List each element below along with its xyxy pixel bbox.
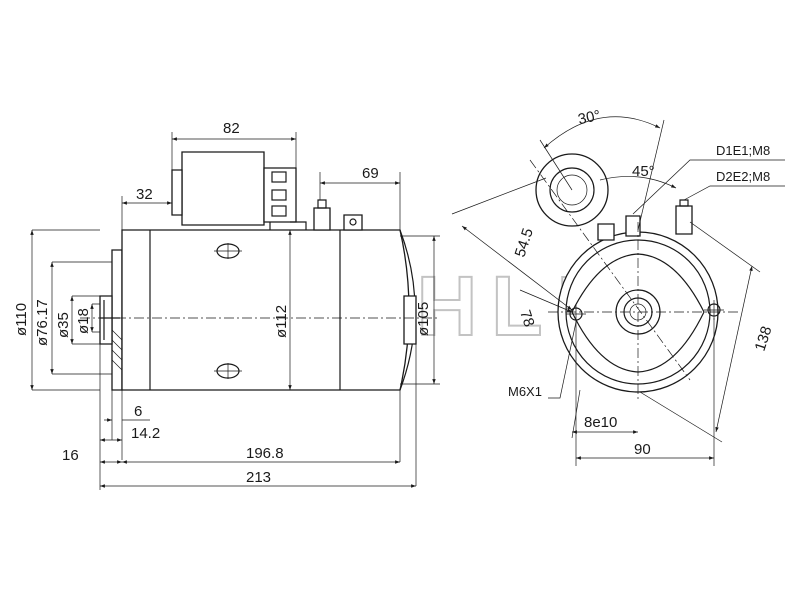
dim-32-label: 32 bbox=[136, 186, 153, 203]
mount-thread-label: M6X1 bbox=[508, 384, 542, 399]
top-terminal-tab bbox=[343, 214, 363, 231]
dim-138-ext1 bbox=[689, 221, 761, 273]
solenoid-nut-3 bbox=[271, 205, 287, 217]
end-view: 30° 45° D1E1;M8 D2E2;M8 54.5 78 138 M6X1… bbox=[451, 107, 785, 466]
dim-14-label: 14.2 bbox=[131, 425, 160, 442]
leader-d1 bbox=[632, 159, 785, 215]
front-flange bbox=[111, 249, 123, 391]
housing-screw-bottom bbox=[214, 363, 242, 379]
dim-8e10-label: 8e10 bbox=[584, 414, 617, 431]
terminal-stud-d2-top bbox=[679, 199, 689, 207]
housing-screw-top bbox=[214, 243, 242, 259]
angle-45-label: 45° bbox=[632, 163, 655, 180]
side-view: 82 69 32 ø110 ø76.17 ø35 ø18 ø112 ø105 6… bbox=[13, 120, 440, 490]
dim-69-label: 69 bbox=[362, 165, 379, 182]
dim-138-label: 138 bbox=[752, 324, 776, 353]
leader-mount bbox=[548, 321, 577, 399]
solenoid-bracket bbox=[269, 221, 307, 230]
angle-30-ray2 bbox=[637, 119, 665, 231]
angle-45-arc bbox=[599, 176, 677, 189]
dim-545-ext bbox=[451, 177, 547, 215]
dim-76-label: ø76.17 bbox=[34, 299, 51, 346]
terminal-d2-label: D2E2;M8 bbox=[716, 169, 770, 184]
dim-35-label: ø35 bbox=[55, 312, 72, 338]
terminal-stud-top bbox=[317, 199, 327, 209]
solenoid-cap bbox=[171, 169, 183, 216]
angle-30-ray1 bbox=[539, 139, 573, 191]
end-centerline-diag bbox=[529, 159, 691, 381]
motor-housing bbox=[121, 229, 410, 391]
dim-112-label: ø112 bbox=[273, 305, 290, 338]
dim-545-line bbox=[461, 225, 573, 311]
dim-545-label: 54.5 bbox=[512, 226, 537, 259]
dim-138-ext2 bbox=[639, 391, 723, 443]
dim-82-label: 82 bbox=[223, 120, 240, 137]
brush-tab bbox=[597, 223, 615, 241]
dim-18-label: ø18 bbox=[75, 308, 92, 334]
solenoid-end-core bbox=[556, 174, 588, 206]
solenoid-nut-2 bbox=[271, 189, 287, 201]
solenoid-terminal-block bbox=[263, 167, 297, 223]
terminal-d1-label: D1E1;M8 bbox=[716, 143, 770, 158]
solenoid-end-inner bbox=[549, 167, 595, 213]
terminal-stud bbox=[313, 207, 331, 231]
terminal-stud-d2 bbox=[675, 205, 693, 235]
dim-6-label: 6 bbox=[134, 403, 142, 420]
leader-d2 bbox=[683, 185, 785, 201]
angle-30-label: 30° bbox=[576, 107, 602, 128]
dim-213-label: 213 bbox=[246, 469, 271, 486]
tab-hole bbox=[349, 218, 357, 226]
dim-105-label: ø105 bbox=[415, 302, 432, 336]
dim-1968-label: 196.8 bbox=[246, 445, 284, 462]
terminal-stud-d1 bbox=[625, 215, 641, 237]
solenoid-nut-1 bbox=[271, 171, 287, 183]
angle-30-arc bbox=[543, 116, 661, 149]
dim-16-label: 16 bbox=[62, 447, 79, 464]
solenoid-body bbox=[181, 151, 265, 226]
dim-90-label: 90 bbox=[634, 441, 651, 458]
housing-seam bbox=[149, 230, 341, 390]
front-hatch bbox=[111, 329, 123, 371]
dim-110-label: ø110 bbox=[13, 303, 30, 336]
drive-shaft bbox=[99, 295, 113, 345]
dim-138-line bbox=[715, 265, 753, 433]
dim-78-label: 78 bbox=[516, 308, 537, 329]
end-plate bbox=[571, 253, 705, 373]
